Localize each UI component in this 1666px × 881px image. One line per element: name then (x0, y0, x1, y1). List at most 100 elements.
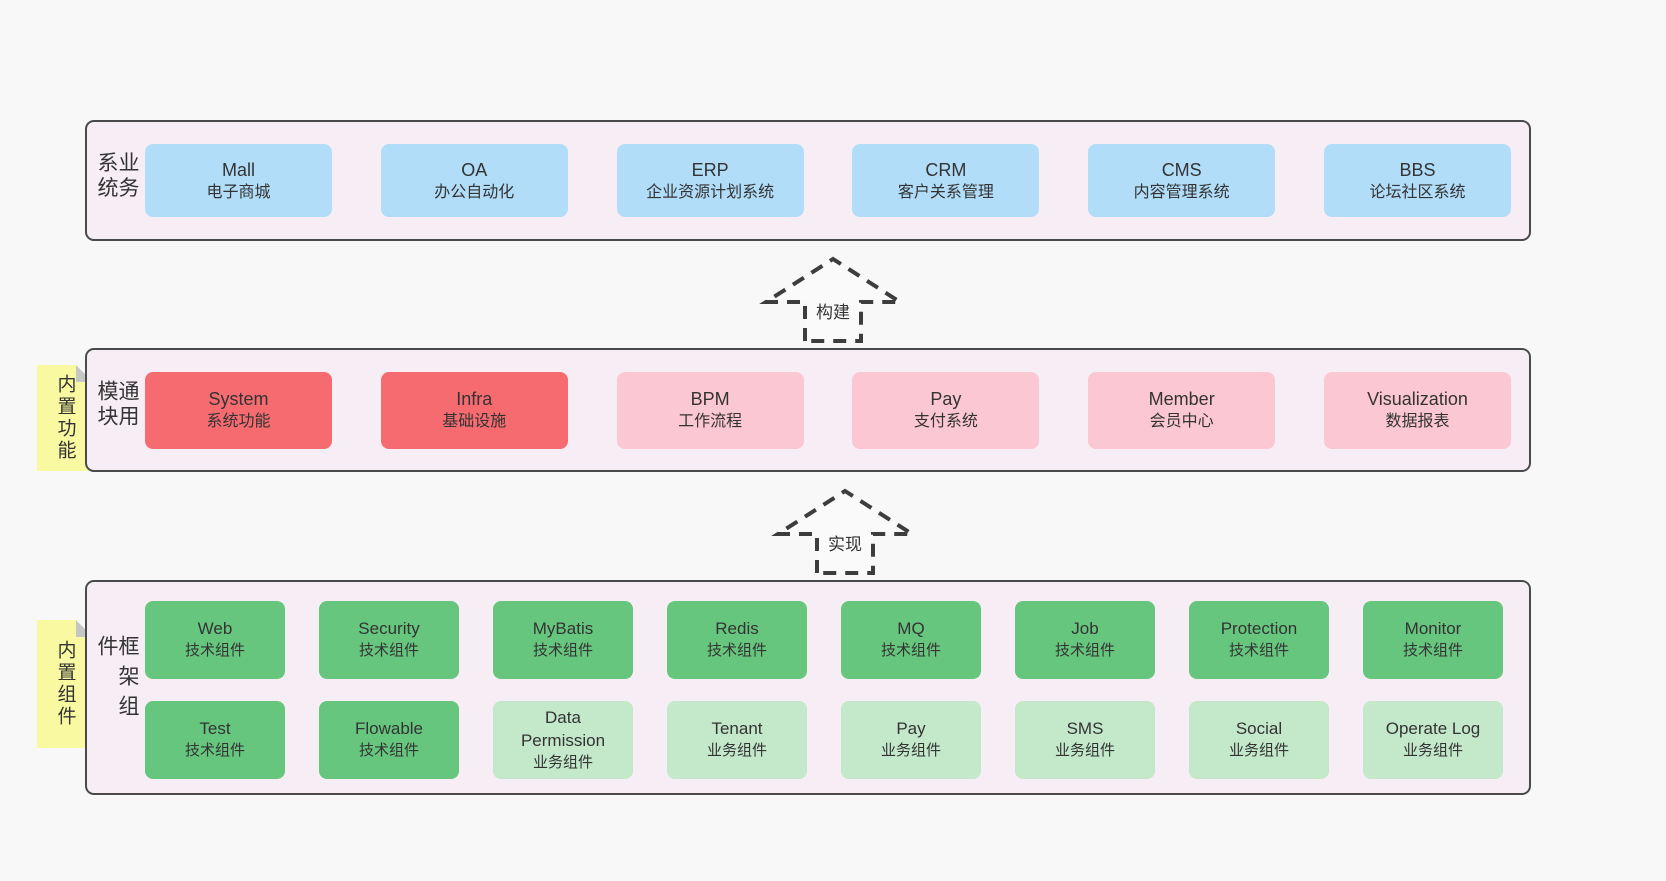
module-subtitle: 业务组件 (1228, 742, 1289, 760)
band-common-modules: 通用模块 System 系统功能 Infra 基础设施 BPM 工作流程 Pay 支付系统 Me… (85, 348, 1531, 472)
module-box: Protection 技术组件 (1189, 601, 1329, 679)
module-subtitle: 系统功能 (206, 413, 271, 431)
module-subtitle: 论坛社区系统 (1369, 183, 1466, 201)
module-subtitle: 技术组件 (184, 742, 245, 760)
module-subtitle: 技术组件 (1228, 642, 1289, 660)
module-subtitle: 办公自动化 (434, 183, 515, 201)
band-side-label: 业务系统 (95, 151, 139, 202)
module-title: Operate Log (1385, 719, 1481, 739)
module-title: Pay (930, 389, 962, 410)
module-title: Mall (221, 159, 255, 180)
module-title: Social (1235, 719, 1283, 739)
module-subtitle: 业务组件 (880, 742, 941, 760)
sticky-label: 内置功能 (54, 374, 76, 462)
module-box: Flowable 技术组件 (319, 701, 459, 779)
module-subtitle: 数据报表 (1385, 413, 1450, 431)
module-subtitle: 技术组件 (184, 642, 245, 660)
module-title: Protection (1220, 619, 1298, 639)
module-box: Social 业务组件 (1189, 701, 1329, 779)
block-arrow-up-icon (771, 488, 919, 575)
module-box: SMS 业务组件 (1015, 701, 1155, 779)
arrow-build: 构建 (758, 255, 908, 343)
module-title: System (208, 389, 269, 410)
module-title: Flowable (354, 719, 424, 739)
module-box: Mall 电子商城 (145, 144, 332, 217)
module-box: Member 会员中心 (1088, 371, 1276, 449)
module-box: CMS 内容管理系统 (1088, 144, 1276, 217)
band-business-systems: 业务系统 Mall 电子商城 OA 办公自动化 ERP 企业资源计划系统 CRM 客户关系管理… (85, 120, 1531, 241)
module-title: Security (358, 619, 420, 639)
sticky-note-built-in-components: 内置组件 (37, 620, 93, 748)
module-box: Visualization 数据报表 (1323, 371, 1511, 449)
module-box: OA 办公自动化 (380, 144, 568, 217)
module-subtitle: 技术组件 (532, 642, 593, 660)
module-subtitle: 客户关系管理 (897, 183, 994, 201)
module-box: Tenant 业务组件 (667, 701, 807, 779)
module-box: Infra 基础设施 (380, 371, 568, 449)
module-subtitle: 内容管理系统 (1133, 183, 1230, 201)
sticky-label: 内置组件 (54, 640, 76, 728)
module-title: Web (197, 619, 233, 639)
business-systems-row: Mall 电子商城 OA 办公自动化 ERP 企业资源计划系统 CRM 客户关系管理 CMS 内容… (145, 122, 1511, 239)
band-side-label: 通用模块 (95, 380, 139, 430)
module-title: ERP (691, 159, 729, 180)
module-title: Monitor (1404, 619, 1462, 639)
module-subtitle: 业务组件 (1054, 742, 1115, 760)
module-title: Job (1071, 619, 1099, 639)
module-title: BBS (1399, 159, 1436, 180)
module-title: CMS (1161, 159, 1202, 180)
common-modules-row: System 系统功能 Infra 基础设施 BPM 工作流程 Pay 支付系统 Member 会… (145, 350, 1511, 470)
module-box: System 系统功能 (145, 371, 332, 449)
module-box: Pay 支付系统 (852, 371, 1040, 449)
module-title: Redis (715, 619, 759, 639)
module-subtitle: 业务组件 (532, 753, 593, 771)
module-box: CRM 客户关系管理 (852, 144, 1040, 217)
module-title: OA (461, 159, 488, 180)
module-title: CRM (925, 159, 967, 180)
module-title: Test (199, 719, 231, 739)
module-title: Data Permission (520, 707, 606, 750)
module-title: Visualization (1367, 389, 1468, 410)
module-subtitle: 电子商城 (206, 183, 271, 201)
module-subtitle: 会员中心 (1149, 413, 1214, 431)
band-side-label: 框架组件 (95, 634, 139, 725)
arrow-label: 实现 (828, 535, 862, 554)
arrow-label: 构建 (816, 303, 850, 322)
module-box: Data Permission 业务组件 (493, 701, 633, 779)
module-box: Test 技术组件 (145, 701, 285, 779)
module-title: Member (1148, 389, 1215, 410)
module-box: MQ 技术组件 (841, 601, 981, 679)
module-title: MyBatis (532, 619, 594, 639)
module-subtitle: 技术组件 (706, 642, 767, 660)
module-subtitle: 技术组件 (880, 642, 941, 660)
module-title: Pay (896, 719, 926, 739)
module-title: Tenant (711, 719, 763, 739)
module-subtitle: 业务组件 (706, 742, 767, 760)
module-subtitle: 基础设施 (442, 413, 507, 431)
module-subtitle: 业务组件 (1402, 742, 1463, 760)
module-box: MyBatis 技术组件 (493, 601, 633, 679)
module-box: Redis 技术组件 (667, 601, 807, 679)
sticky-note-built-in-features: 内置功能 (37, 365, 93, 471)
arrow-implement: 实现 (770, 487, 920, 575)
module-subtitle: 技术组件 (358, 742, 419, 760)
module-box: Operate Log 业务组件 (1363, 701, 1503, 779)
module-subtitle: 工作流程 (678, 413, 743, 431)
module-subtitle: 企业资源计划系统 (646, 183, 775, 201)
module-box: BBS 论坛社区系统 (1323, 144, 1511, 217)
module-title: SMS (1066, 719, 1104, 739)
module-box: ERP 企业资源计划系统 (616, 144, 804, 217)
module-box: Web 技术组件 (145, 601, 285, 679)
module-subtitle: 支付系统 (913, 413, 978, 431)
module-title: MQ (897, 619, 925, 639)
module-box: BPM 工作流程 (616, 371, 804, 449)
block-arrow-up-icon (759, 256, 907, 343)
module-title: BPM (690, 389, 730, 410)
module-title: Infra (456, 389, 493, 410)
